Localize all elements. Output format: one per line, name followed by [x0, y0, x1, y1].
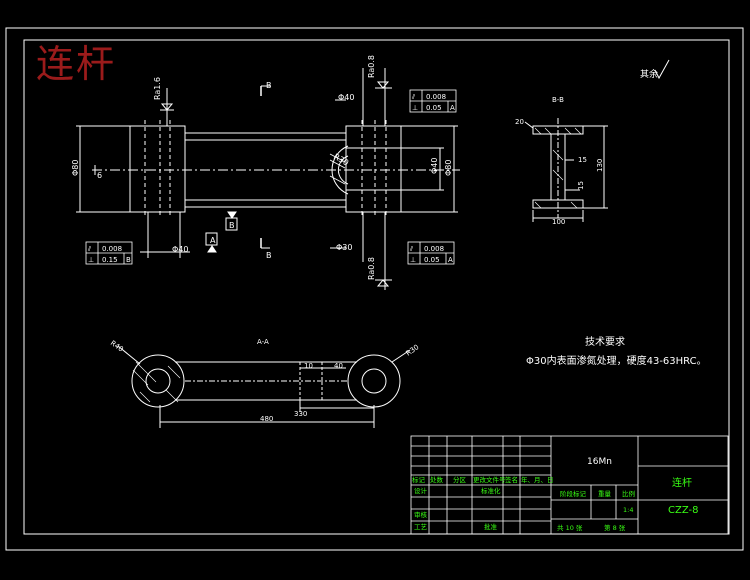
tf2-sym2: ⊥ — [88, 256, 94, 264]
lv-right-r: R30 — [405, 343, 421, 357]
tf1-val2: 0.05 — [426, 104, 442, 112]
svg-text:B: B — [229, 221, 235, 230]
tf2-val2: 0.15 — [102, 256, 118, 264]
right-boss — [345, 125, 402, 213]
tf3-val2: 0.05 — [424, 256, 440, 264]
lv-left-r: R40 — [109, 339, 125, 353]
lv-d1: 10 — [304, 362, 313, 370]
tb-h3: 更改文件号 — [473, 475, 506, 484]
tb-r0: 设计 — [414, 486, 428, 495]
svg-text:R30: R30 — [332, 152, 350, 168]
tf1-ref: A — [450, 104, 455, 112]
svg-text:Φ40: Φ40 — [430, 158, 439, 174]
svg-text:B: B — [266, 251, 272, 260]
top-view — [76, 68, 460, 290]
svg-text:Φ30: Φ30 — [336, 243, 352, 252]
tb-h2: 分区 — [453, 475, 467, 484]
svg-text:A: A — [210, 236, 216, 245]
bb-w1: 20 — [515, 118, 524, 126]
tf2-ref: B — [126, 256, 131, 264]
lv-total: 480 — [260, 415, 273, 423]
tf3-sym2: ⊥ — [410, 256, 416, 264]
svg-text:Ra1.6: Ra1.6 — [153, 77, 162, 100]
lv-len: 330 — [294, 410, 307, 418]
svg-text:Φ40: Φ40 — [172, 245, 188, 254]
tf3-sym: ⫽ — [409, 245, 414, 253]
tf2-val: 0.008 — [102, 245, 122, 253]
lower-view — [117, 345, 411, 428]
tb-scale: 比例 — [622, 489, 635, 498]
tb-r3: 工艺 — [414, 523, 428, 531]
tb-r2: 审核 — [414, 510, 428, 519]
tb-sheets: 共 10 张 — [557, 523, 583, 532]
tb-stage: 阶段标记 — [560, 489, 587, 498]
watermark-title: 连杆 — [36, 42, 117, 86]
roughness-symbol: 其余 — [640, 59, 670, 80]
tb-h4: 签名 — [505, 475, 518, 484]
title-block — [410, 435, 729, 535]
svg-text:B: B — [266, 81, 272, 90]
tb-sheet-no: 第 8 张 — [604, 523, 626, 532]
tolerance-frame-top-right — [409, 89, 457, 113]
tf1-sym2: ⊥ — [412, 104, 418, 112]
svg-text:Φ80: Φ80 — [71, 160, 80, 176]
tb-h0: 标记 — [412, 475, 426, 484]
lv-d2: 40 — [334, 362, 343, 370]
tb-r4: 批准 — [484, 522, 498, 531]
tb-drawing-no: CZZ-8 — [668, 505, 698, 516]
svg-text:Φ80: Φ80 — [444, 160, 453, 176]
tb-scale-val: 1:4 — [623, 506, 633, 514]
bb-total: 130 — [596, 159, 604, 172]
bb-h1: 15 — [578, 156, 587, 164]
top-view-labels: Ra1.6 Ra0.8 Ra0.8 Φ80 6 Φ80 Φ40 R30 Φ40 … — [71, 55, 453, 280]
tb-h1: 处数 — [430, 475, 444, 484]
tb-part-name: 连杆 — [672, 476, 692, 489]
tf2-sym: ⫽ — [87, 245, 92, 253]
tolerance-frame-left — [85, 241, 133, 265]
tb-h5: 年、月、日 — [521, 475, 554, 484]
drawing-frame-outer — [5, 27, 744, 551]
tolerance-frame-right-bottom — [407, 241, 455, 265]
svg-text:其余: 其余 — [640, 68, 658, 80]
tf3-ref: A — [448, 256, 453, 264]
section-bb-label: B-B — [552, 96, 564, 104]
svg-text:6: 6 — [97, 171, 102, 180]
section-aa-label: A-A — [257, 338, 269, 346]
tb-r1: 标准化 — [481, 486, 501, 495]
svg-text:Ra0.8: Ra0.8 — [367, 257, 376, 280]
tech-req-title: 技术要求 — [585, 335, 625, 348]
tb-weight: 重量 — [598, 490, 612, 498]
tf3-val: 0.008 — [424, 245, 444, 253]
tb-material: 16Mn — [587, 457, 612, 467]
tf1-sym: ⫽ — [411, 93, 416, 101]
tf1-val: 0.008 — [426, 93, 446, 101]
drawing-frame-inner — [23, 39, 730, 535]
tech-req-line1: Φ30内表面渗氮处理，硬度43-63HRC。 — [526, 354, 707, 367]
bb-h2: 15 — [577, 181, 585, 190]
svg-text:Ra0.8: Ra0.8 — [367, 55, 376, 78]
bb-bottom: 100 — [552, 218, 565, 226]
svg-text:Φ40: Φ40 — [338, 93, 354, 102]
section-bb — [524, 118, 608, 222]
left-boss — [129, 125, 186, 213]
